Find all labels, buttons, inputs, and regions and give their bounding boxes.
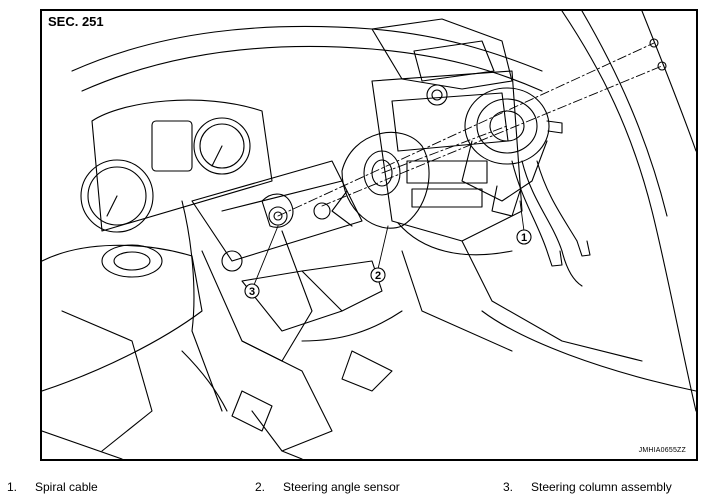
legend-label: Steering angle sensor — [283, 480, 400, 494]
section-label: SEC. 251 — [48, 14, 104, 29]
svg-text:2: 2 — [375, 270, 381, 282]
dashboard-top — [71, 18, 543, 92]
legend-number: 2. — [255, 480, 266, 494]
legend-number: 3. — [503, 480, 514, 494]
callout-1: 1 — [516, 229, 532, 245]
lower-dash — [42, 244, 203, 459]
instrument-cluster — [80, 99, 273, 233]
legend-item-3: 3. Steering column assembly — [503, 480, 672, 494]
steering-column — [181, 160, 383, 412]
callout-3: 3 — [244, 283, 260, 299]
svg-text:1: 1 — [521, 232, 527, 244]
image-code: JMHIA0655ZZ — [638, 447, 686, 454]
steering-angle-sensor — [331, 131, 430, 229]
a-pillar-lines — [561, 11, 696, 412]
alignment-lines — [277, 42, 663, 217]
legend-label: Steering column assembly — [531, 480, 672, 494]
legend-label: Spiral cable — [35, 480, 98, 494]
diagram-frame: 1 2 3 SEC. 251 JMHIA0655ZZ — [40, 9, 698, 461]
center-stack — [371, 70, 696, 392]
legend-number: 1. — [7, 480, 18, 494]
spiral-cable — [461, 87, 591, 287]
legend-item-2: 2. Steering angle sensor — [255, 480, 400, 494]
callout-2: 2 — [370, 267, 386, 283]
legend-item-1: 1. Spiral cable — [7, 480, 98, 494]
svg-text:3: 3 — [249, 286, 255, 298]
mounting-screws — [649, 38, 667, 71]
floor-and-pedals — [181, 310, 403, 459]
exploded-view-illustration: 1 2 3 — [42, 11, 696, 459]
callout-leaders — [253, 200, 525, 286]
